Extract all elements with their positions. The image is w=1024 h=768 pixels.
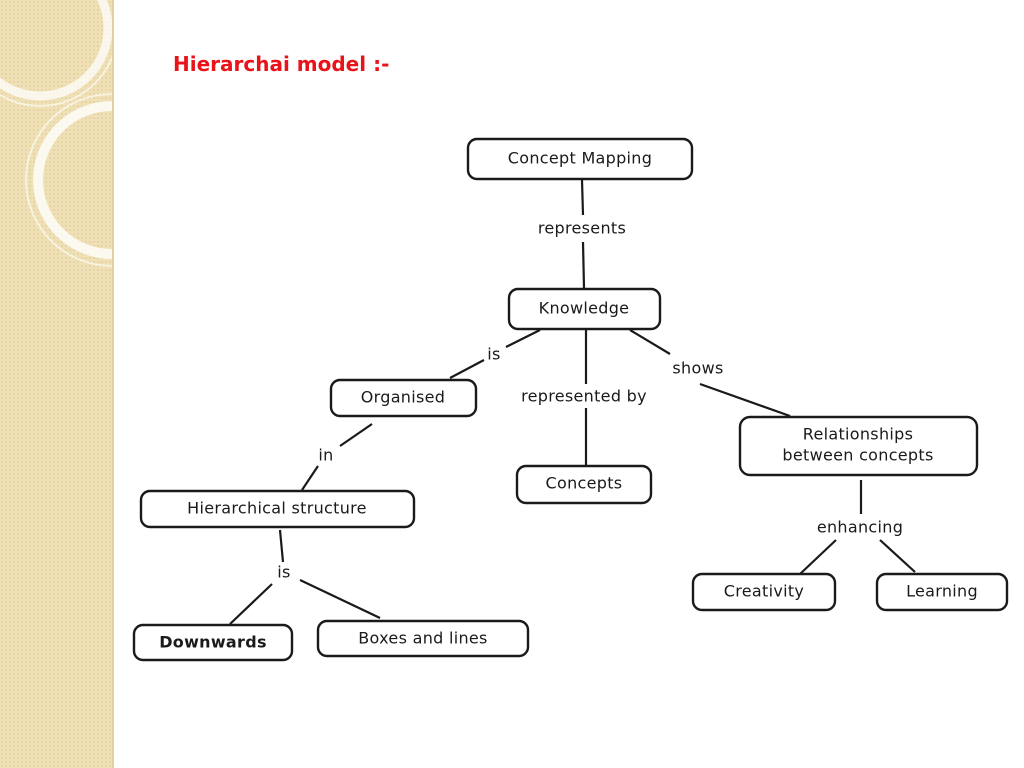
node-knowledge: Knowledge — [507, 287, 662, 331]
edge-is-downwards — [229, 583, 273, 625]
link-label-is-structure: is — [277, 563, 290, 582]
node-hierarchical-structure: Hierarchical structure — [139, 489, 416, 529]
edge-concept-mapping-represents — [580, 179, 585, 216]
edge-represents-knowledge — [581, 241, 586, 289]
decorative-side-panel — [0, 0, 114, 768]
edge-knowledge-is — [505, 329, 541, 348]
node-learning: Learning — [875, 572, 1009, 612]
edge-knowledge-shows — [629, 329, 671, 355]
edge-is-organised — [449, 359, 485, 379]
node-label-concept-mapping: Concept Mapping — [508, 149, 652, 168]
edge-is-boxes-and-lines — [299, 579, 381, 619]
node-organised: Organised — [329, 378, 478, 418]
link-label-shows: shows — [672, 359, 723, 378]
node-relationships: Relationships between concepts — [738, 415, 979, 477]
slide-title: Hierarchai model :- — [173, 52, 390, 76]
node-label-learning: Learning — [906, 582, 978, 601]
edge-organised-in — [339, 423, 373, 447]
edge-shows-relationships — [699, 382, 791, 418]
node-label-relationships-line1: Relationships — [803, 425, 913, 444]
decorative-rings — [0, 0, 112, 267]
link-label-represents: represents — [538, 219, 626, 238]
node-label-relationships-line2: between concepts — [782, 446, 933, 465]
node-label-downwards: Downwards — [159, 633, 267, 652]
diagram-edges — [229, 179, 916, 625]
edge-hierarchical-is — [278, 529, 285, 563]
node-label-knowledge: Knowledge — [539, 299, 630, 318]
edge-enhancing-learning — [879, 539, 916, 573]
node-label-creativity: Creativity — [724, 582, 804, 601]
node-label-concepts: Concepts — [546, 474, 623, 493]
node-boxes-and-lines: Boxes and lines — [316, 619, 530, 658]
node-label-organised: Organised — [361, 388, 445, 407]
link-label-enhancing: enhancing — [817, 518, 903, 537]
node-concepts: Concepts — [515, 464, 653, 505]
link-label-is-organised: is — [487, 345, 500, 364]
node-label-hierarchical-structure: Hierarchical structure — [187, 499, 367, 518]
node-creativity: Creativity — [691, 572, 837, 612]
node-label-boxes-and-lines: Boxes and lines — [358, 629, 487, 648]
node-concept-mapping: Concept Mapping — [466, 137, 694, 181]
node-downwards: Downwards — [132, 623, 294, 662]
edge-enhancing-creativity — [799, 539, 837, 575]
link-label-represented-by: represented by — [521, 387, 647, 406]
link-label-in: in — [318, 446, 333, 465]
diagram-link-labels: represents is represented by shows in is… — [277, 219, 903, 582]
edge-in-hierarchical — [301, 465, 319, 491]
